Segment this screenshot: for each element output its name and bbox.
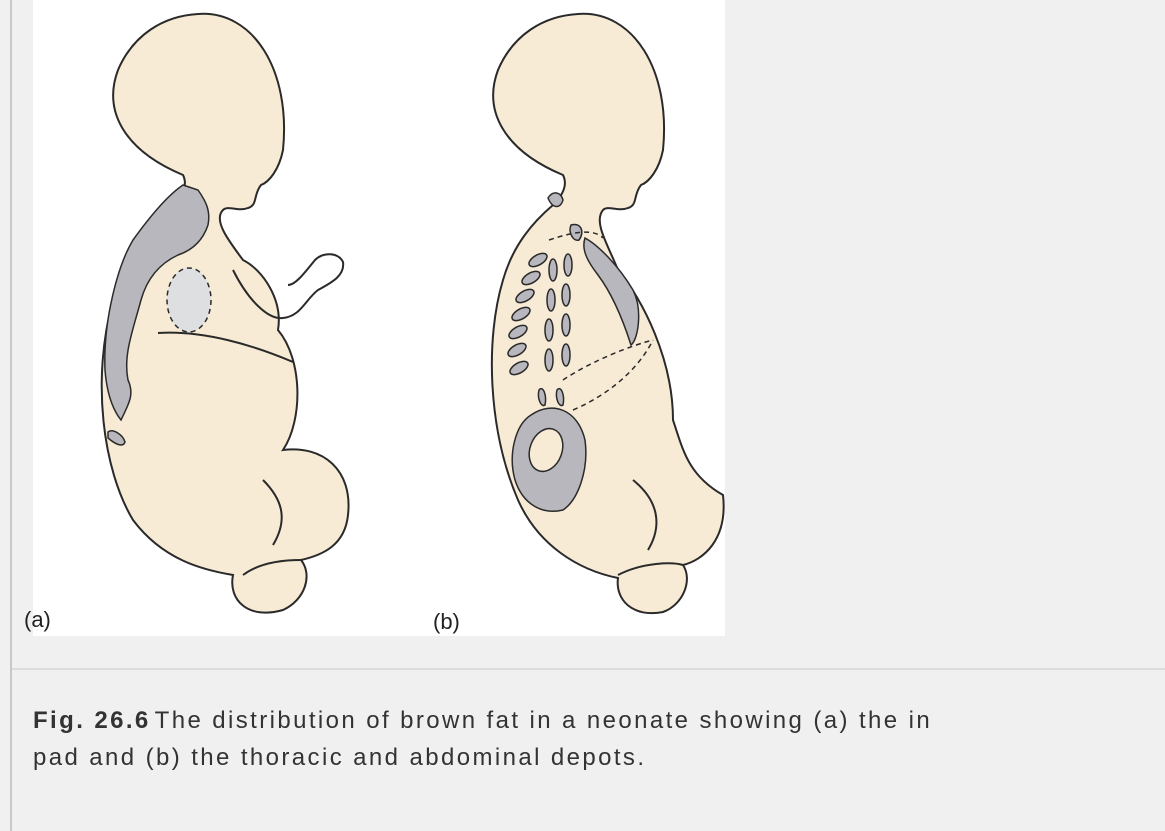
- panel-label-b: (b): [433, 611, 460, 633]
- figure-id: Fig. 26.6: [33, 707, 151, 734]
- abdominal-kidney-depot: [512, 408, 586, 511]
- caption-line-2: pad and (b) the thoracic and abdominal d…: [33, 739, 1165, 776]
- caption-text-1: The distribution of brown fat in a neona…: [155, 707, 932, 734]
- left-border-rule: [10, 0, 12, 831]
- shoulder-depot: [167, 268, 211, 332]
- neonate-a-illustration: [102, 14, 349, 613]
- caption-divider: [12, 668, 1165, 670]
- figure-image: (a) (b): [33, 0, 725, 636]
- panel-label-a: (a): [24, 609, 51, 631]
